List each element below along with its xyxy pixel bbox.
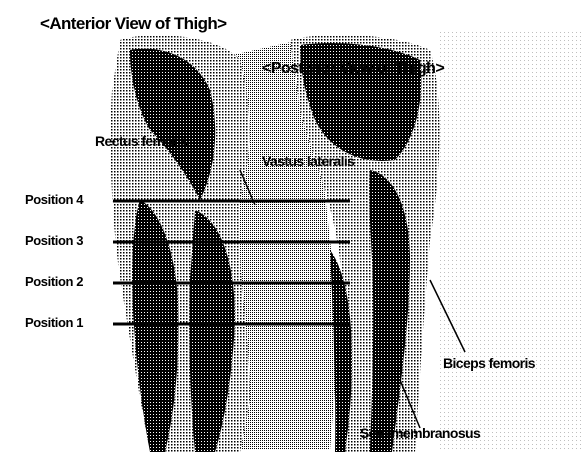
anterior-view-title: <Anterior View of Thigh> bbox=[40, 14, 226, 34]
position-4-label: Position 4 bbox=[25, 192, 83, 207]
rectus-femoris-label: Rectus femoris bbox=[95, 133, 188, 149]
background-noise bbox=[440, 30, 583, 450]
vastus-lateralis-label: Vastus lateralis bbox=[262, 153, 354, 169]
position-3-label: Position 3 bbox=[25, 233, 83, 248]
semimembranosus-label: Semimembranosus bbox=[360, 425, 480, 441]
position-2-label: Position 2 bbox=[25, 274, 83, 289]
position-1-label: Position 1 bbox=[25, 315, 83, 330]
biceps-femoris-label: Biceps femoris bbox=[443, 355, 535, 371]
posterior-view-title: <Posterior View of Thigh> bbox=[262, 60, 444, 78]
